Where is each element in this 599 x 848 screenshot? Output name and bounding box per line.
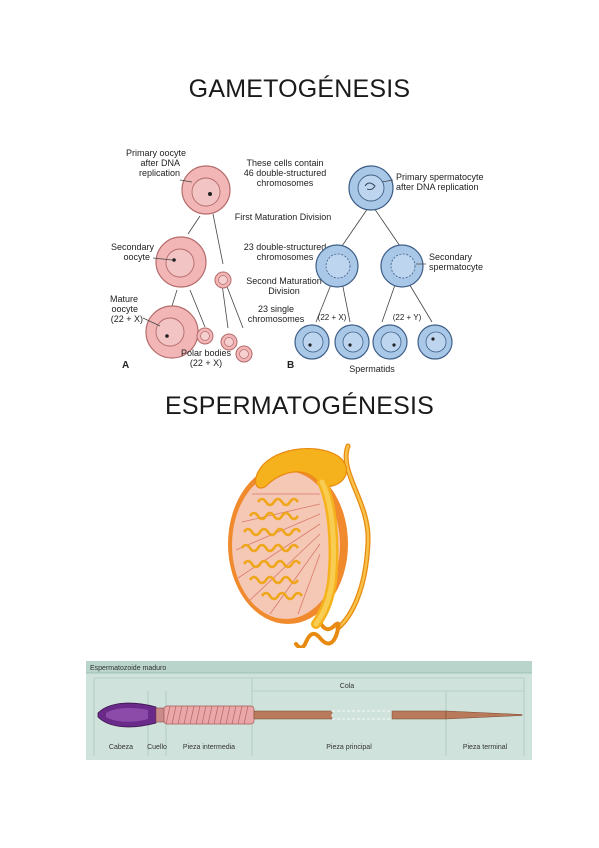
label-y-branch: (22 + Y)	[393, 313, 422, 322]
sperm-principal-gap	[331, 710, 393, 720]
oocyte-pointers	[142, 179, 193, 327]
label-23-double-1: 23 double-structured	[244, 242, 327, 252]
sperm-end-piece	[445, 710, 523, 720]
label-polar-bodies-1: Polar bodies	[181, 348, 232, 358]
gametogenesis-diagram: Primary oocyte after DNA replication Sec…	[110, 148, 484, 374]
spermatozoon	[97, 702, 523, 728]
sperm-lineage-lines	[315, 207, 433, 323]
label-primary-oocyte-1: Primary oocyte	[126, 148, 186, 158]
epididymis-tail-coil	[294, 620, 341, 648]
sperm-midpiece	[163, 705, 255, 725]
label-contain-46-2: 46 double-structured	[244, 168, 327, 178]
label-contain-46-1: These cells contain	[246, 158, 323, 168]
label-secondary-spermatocyte-1: Secondary	[429, 252, 473, 262]
oocyte-cells	[145, 165, 253, 363]
testis-illustration	[228, 443, 371, 648]
label-secondary-oocyte-1: Secondary	[111, 242, 155, 252]
title-gametogenesis: GAMETOGÉNESIS	[188, 75, 411, 103]
label-primary-spermatocyte-2: after DNA replication	[396, 182, 479, 192]
label-23-double-2: chromosomes	[257, 252, 314, 262]
label-secondary-spermatocyte-2: spermatocyte	[429, 262, 483, 272]
seminiferous-tubules	[240, 497, 304, 601]
label-primary-spermatocyte-1: Primary spermatocyte	[396, 172, 484, 182]
label-primary-oocyte-3: replication	[139, 168, 180, 178]
label-first-division: First Maturation Division	[235, 212, 332, 222]
label-polar-bodies-2: (22 + X)	[190, 358, 222, 368]
label-23-single-1: 23 single	[258, 304, 294, 314]
sperm-cells	[294, 165, 453, 360]
testis-septa	[235, 493, 321, 615]
label-second-division-2: Division	[268, 286, 300, 296]
label-mature-oocyte-1: Mature	[110, 294, 138, 304]
label-pieza-principal: Pieza principal	[326, 744, 372, 751]
label-primary-oocyte-2: after DNA	[140, 158, 180, 168]
label-second-division-1: Second Maturation	[246, 276, 322, 286]
label-23-single-2: chromosomes	[248, 314, 305, 324]
label-cabeza: Cabeza	[109, 744, 133, 751]
title-spermatogenesis: ESPERMATOGÉNESIS	[164, 392, 434, 420]
label-secondary-oocyte-2: oocyte	[123, 252, 150, 262]
panel-title: Espermatozoide maduro	[90, 665, 166, 672]
sperm-neck	[155, 707, 165, 723]
label-mature-oocyte-2: oocyte	[111, 304, 138, 314]
label-cuello: Cuello	[147, 744, 167, 751]
panel-letter-b: B	[287, 360, 294, 371]
panel-letter-a: A	[122, 360, 129, 371]
label-spermatids: Spermatids	[349, 364, 395, 374]
label-pieza-terminal: Pieza terminal	[463, 744, 508, 751]
label-contain-46-3: chromosomes	[257, 178, 314, 188]
label-pieza-intermedia: Pieza intermedia	[183, 744, 235, 751]
label-cola: Cola	[340, 683, 355, 690]
oocyte-lineage-lines	[171, 213, 244, 329]
spermatozoon-panel: Espermatozoide maduro Cola Cabez	[86, 661, 532, 760]
sperm-principal-piece	[253, 710, 333, 720]
label-mature-oocyte-3: (22 + X)	[111, 314, 143, 324]
label-x-branch: (22 + X)	[318, 313, 347, 322]
sperm-pointers	[381, 179, 426, 265]
